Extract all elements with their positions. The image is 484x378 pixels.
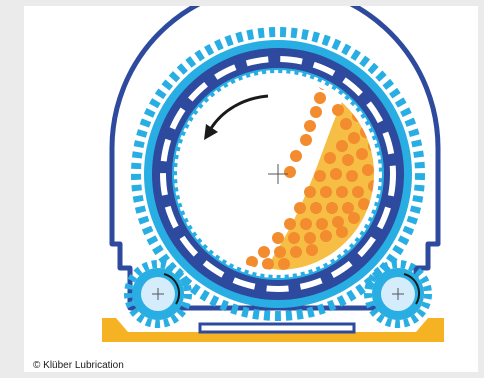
left-pinion-gear	[128, 264, 188, 324]
image-credit: © Klüber Lubrication	[33, 360, 124, 371]
base-plate	[200, 324, 354, 332]
ball-mill-illustration	[24, 6, 478, 372]
right-pinion-gear	[368, 264, 428, 324]
figure-panel: © Klüber Lubrication	[24, 6, 478, 372]
oil-bath	[102, 318, 444, 342]
